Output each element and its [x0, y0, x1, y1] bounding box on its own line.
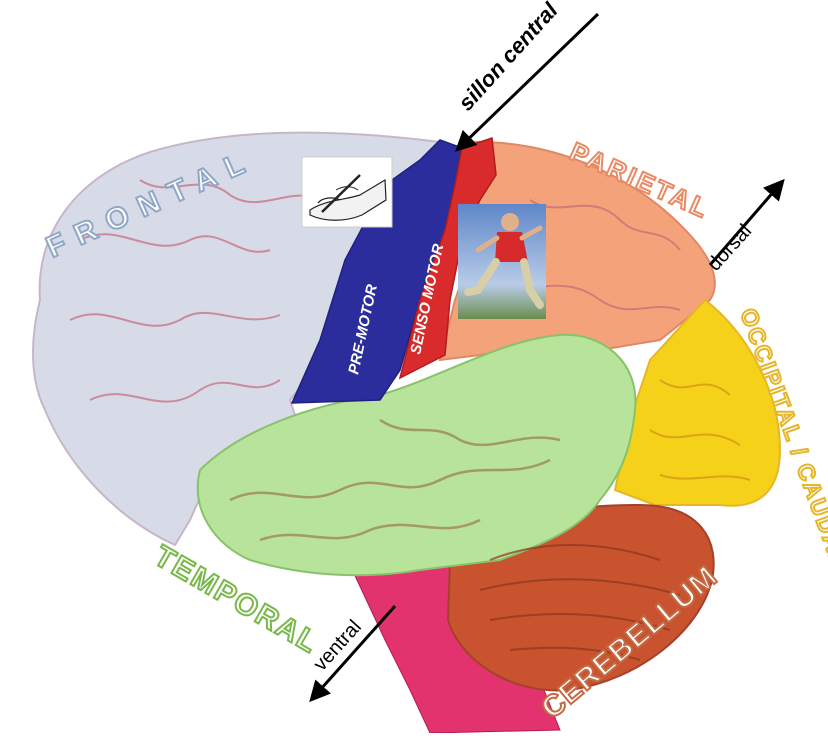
sillon-central-label: sillon central: [453, 0, 563, 115]
running-boy-photo: [458, 204, 546, 319]
ventral-label: ventral: [309, 616, 366, 675]
dorsal-label: dorsal: [703, 220, 756, 275]
hand-writing-icon: [302, 157, 392, 227]
